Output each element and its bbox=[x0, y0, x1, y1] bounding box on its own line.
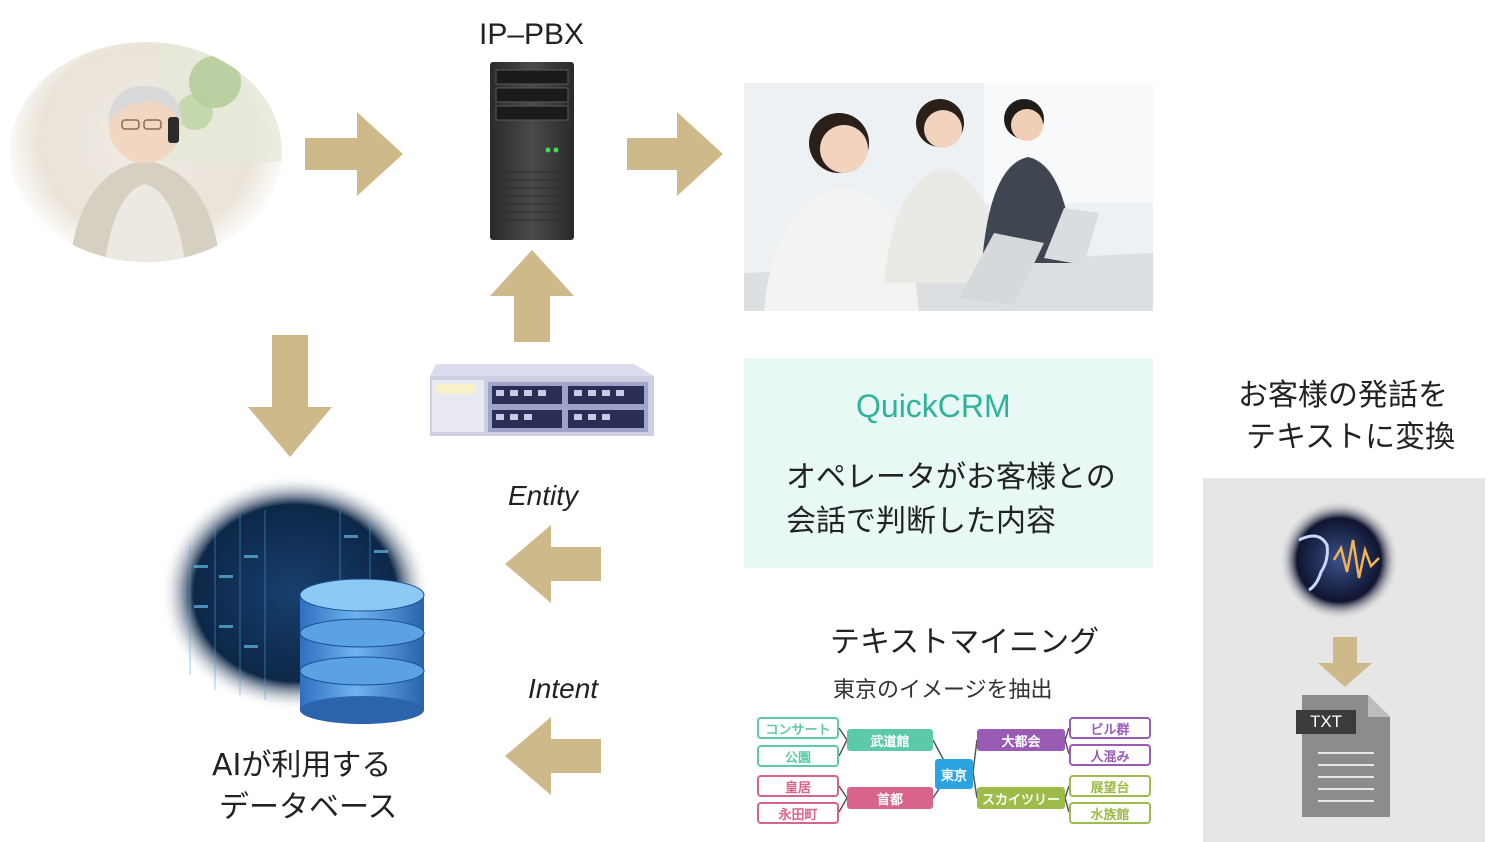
quickcrm-text-line2: 会話で判断した内容 bbox=[786, 504, 1056, 539]
quickcrm-text-line1: オペレータがお客様との bbox=[786, 460, 1116, 495]
database-label-line2: データベース bbox=[219, 790, 398, 825]
arrow-voice-to-text bbox=[1318, 637, 1372, 687]
pbx-title: IP–PBX bbox=[479, 18, 585, 51]
mindmap-leaf: 展望台 bbox=[1069, 775, 1151, 797]
quickcrm-panel bbox=[744, 358, 1153, 568]
arrow-entity-to-database bbox=[505, 525, 601, 603]
stt-label-line1: お客様の発話を bbox=[1238, 378, 1448, 413]
caller-photo bbox=[10, 42, 282, 262]
mining-mindmap: コンサート 公園 皇居 永田町 武道館 首都 東京 大都会 スカイツリー ビル群… bbox=[755, 714, 1155, 830]
mindmap-hub: スカイツリー bbox=[977, 787, 1065, 809]
arrow-intent-to-database bbox=[505, 717, 601, 795]
txt-file-label: TXT bbox=[1296, 710, 1356, 734]
mining-title: テキストマイニング bbox=[830, 625, 1100, 660]
mindmap-leaf: ビル群 bbox=[1069, 717, 1151, 739]
operators-photo bbox=[744, 83, 1153, 311]
mindmap-hub: 武道館 bbox=[847, 729, 933, 751]
quickcrm-title: QuickCRM bbox=[856, 388, 1011, 424]
entity-label: Entity bbox=[508, 480, 579, 511]
voice-wave-icon bbox=[1279, 500, 1399, 624]
mindmap-leaf: 公園 bbox=[757, 745, 839, 767]
mindmap-leaf: 皇居 bbox=[757, 775, 839, 797]
mindmap-hub: 大都会 bbox=[977, 729, 1065, 751]
stt-label-line2: テキストに変換 bbox=[1246, 420, 1456, 455]
arrow-caller-to-database bbox=[248, 335, 332, 457]
gateway-appliance-icon bbox=[424, 358, 656, 444]
mindmap-leaf: 永田町 bbox=[757, 802, 839, 824]
database-label-line1: AIが利用する bbox=[212, 748, 392, 783]
arrow-caller-to-pbx bbox=[305, 112, 403, 196]
arrow-pbx-to-operators bbox=[627, 112, 723, 196]
intent-label: Intent bbox=[528, 673, 599, 704]
mindmap-leaf: 水族館 bbox=[1069, 802, 1151, 824]
database-datacenter-icon bbox=[160, 475, 435, 739]
mindmap-leaf: コンサート bbox=[757, 717, 839, 739]
mindmap-hub: 首都 bbox=[847, 787, 933, 809]
arrow-gateway-to-pbx bbox=[490, 250, 574, 342]
mindmap-leaf: 人混み bbox=[1069, 744, 1151, 766]
mining-subtitle: 東京のイメージを抽出 bbox=[833, 678, 1053, 703]
pbx-server-icon bbox=[490, 62, 574, 246]
mindmap-center: 東京 bbox=[935, 759, 973, 789]
